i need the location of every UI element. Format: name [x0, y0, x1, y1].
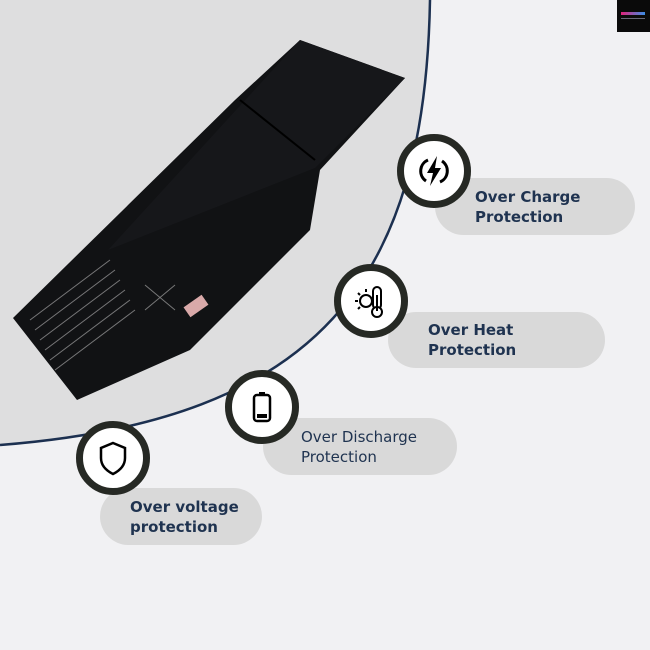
shield-icon — [99, 441, 127, 476]
feature-subtitle: Protection — [428, 341, 517, 359]
brand-logo — [617, 0, 650, 32]
feature-title: Over Heat — [428, 321, 514, 339]
feature-node — [334, 264, 408, 338]
feature-node — [225, 370, 299, 444]
feature-title: Over Discharge — [301, 427, 417, 446]
battery-image — [13, 40, 405, 400]
thermometer-heat-icon — [355, 286, 383, 318]
feature-title: Over Charge — [475, 187, 581, 206]
feature-node — [76, 421, 150, 495]
battery-low-icon — [252, 392, 272, 423]
feature-subtitle: Protection — [301, 447, 377, 466]
feature-subtitle: Protection — [475, 207, 564, 226]
feature-node — [397, 134, 471, 208]
feature-title: Over voltage — [130, 497, 239, 516]
feature-subtitle: protection — [130, 517, 218, 536]
lightning-charge-icon — [419, 156, 449, 186]
